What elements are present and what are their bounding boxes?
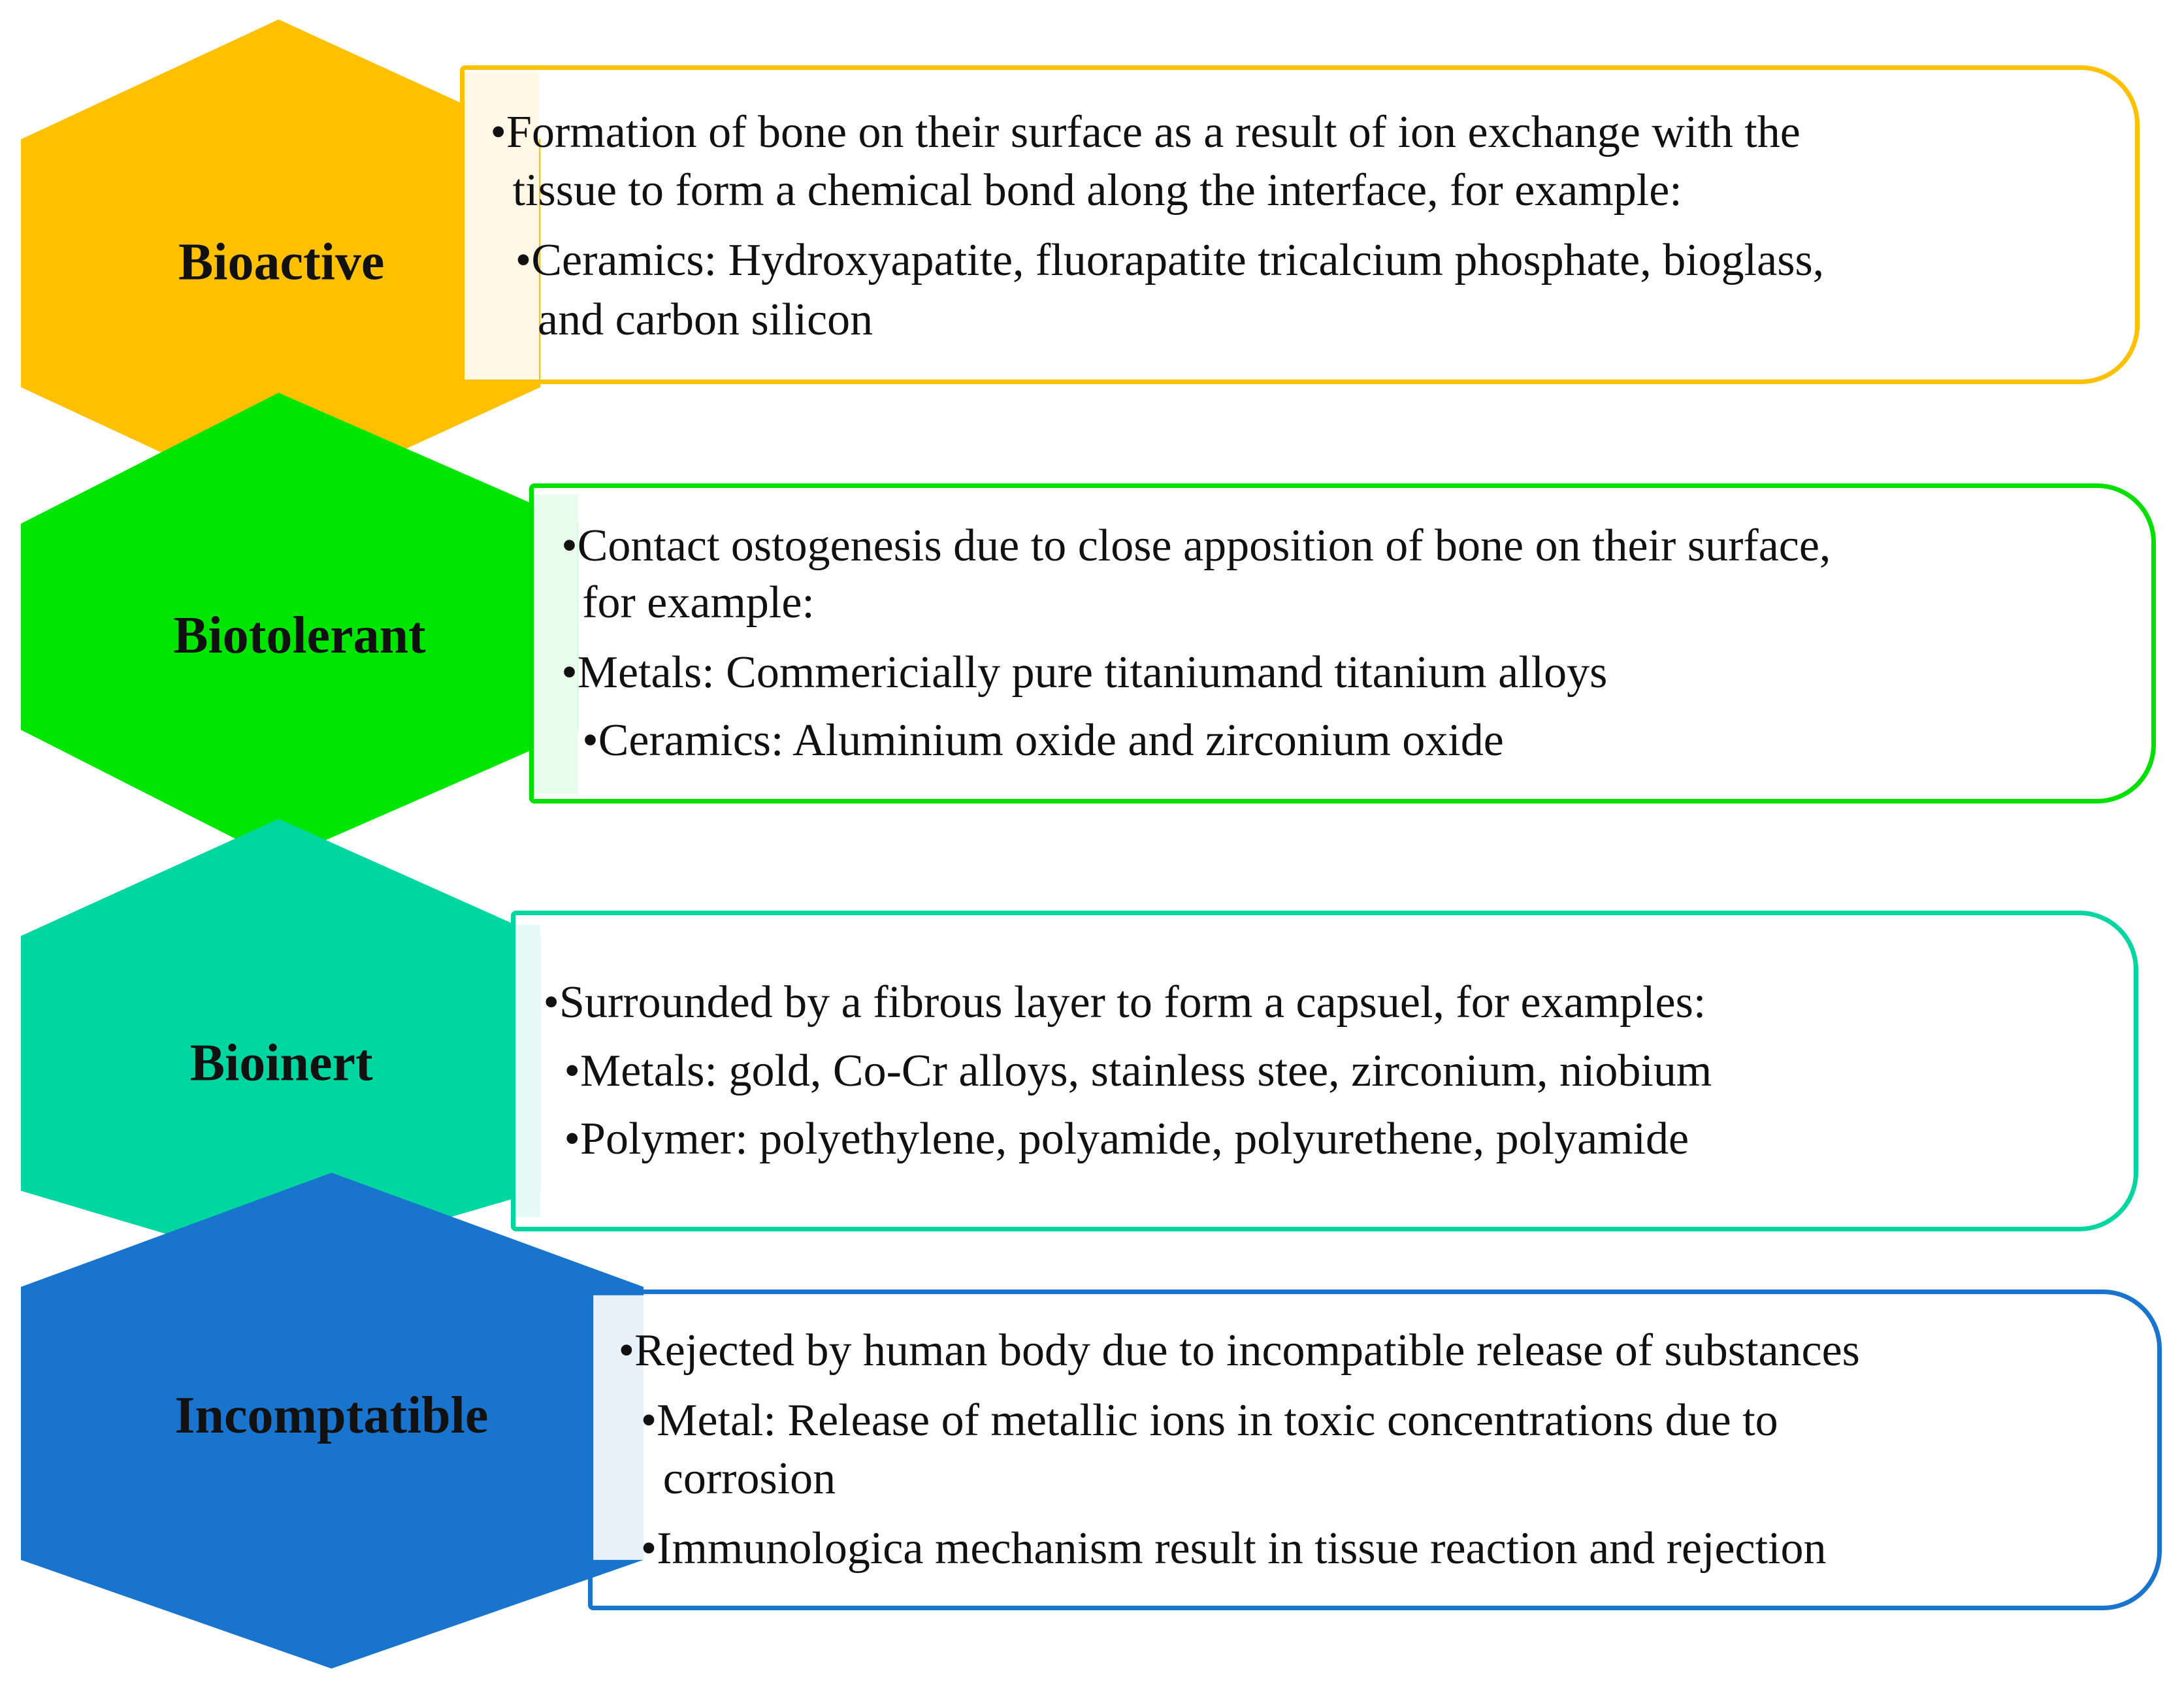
hexagon-layer <box>21 19 644 1669</box>
description-box-bioactive <box>459 65 2140 385</box>
description-text: corrosion <box>662 1453 836 1504</box>
description-line: •Formation of bone on their surface as a… <box>491 104 1801 161</box>
description-box-bioinert <box>511 911 2138 1231</box>
category-label: Biotolerant <box>173 607 426 664</box>
bullet-icon: • <box>582 715 598 766</box>
label-layer: BioactiveBiotolerantBioinertIncomptatibl… <box>173 234 488 1444</box>
description-line: •Ceramics: Hydroxyapatite, fluorapatite … <box>515 232 1824 289</box>
category-label: Bioactive <box>178 234 384 291</box>
description-line: corrosion <box>663 1450 836 1508</box>
hexagon-bioactive <box>21 19 541 508</box>
hexagon-bioinert <box>21 819 541 1268</box>
hexagon-biotolerant <box>21 393 578 861</box>
description-line: •Rejected by human body due to incompati… <box>619 1322 1860 1380</box>
description-text: for example: <box>582 577 815 628</box>
description-line: •Metals: gold, Co-Cr alloys, stainless s… <box>564 1043 1712 1100</box>
description-line: and carbon silicon <box>538 291 873 349</box>
description-line: tissue to form a chemical bond along the… <box>513 162 1682 219</box>
description-line: for example: <box>582 574 815 632</box>
description-text: Polymer: polyethylene, polyamide, polyur… <box>580 1114 1689 1164</box>
description-line: •Immunologica mechanism result in tissue… <box>641 1520 1827 1578</box>
description-line: •Metals: Commericially pure titaniumand … <box>561 644 1607 702</box>
description-text: Metal: Release of metallic ions in toxic… <box>657 1395 1778 1446</box>
description-text: Rejected by human body due to incompatib… <box>634 1325 1860 1376</box>
bullet-icon: • <box>561 647 578 698</box>
category-label: Incomptatible <box>174 1387 488 1444</box>
description-text: Metals: gold, Co-Cr alloys, stainless st… <box>580 1045 1712 1096</box>
bullet-icon: • <box>543 977 560 1028</box>
bullet-icon: • <box>515 235 532 285</box>
category-label: Bioinert <box>190 1035 373 1092</box>
bullet-icon: • <box>618 1325 635 1376</box>
hexagon-incomptatible <box>21 1173 644 1669</box>
description-text: Ceramics: Aluminium oxide and zirconium … <box>598 715 1504 766</box>
description-line: •Ceramics: Aluminium oxide and zirconium… <box>582 712 1504 770</box>
bullet-icon: • <box>561 520 578 571</box>
box-overlap-tint <box>515 924 541 1218</box>
description-text: and carbon silicon <box>538 295 873 346</box>
description-line: •Polymer: polyethylene, polyamide, polyu… <box>564 1111 1689 1168</box>
bullet-icon: • <box>640 1523 657 1574</box>
description-line: •Surrounded by a fibrous layer to form a… <box>544 974 1706 1031</box>
box-overlap-tint <box>533 494 578 794</box>
description-box-biotolerant <box>529 483 2157 804</box>
description-line: •Metal: Release of metallic ions in toxi… <box>641 1392 1778 1450</box>
bullet-icon: • <box>490 106 507 157</box>
description-text: Ceramics: Hydroxyapatite, fluorapatite t… <box>531 235 1825 285</box>
description-line: •Contact ostogenesis due to close apposi… <box>561 517 1831 575</box>
description-text: tissue to form a chemical bond along the… <box>512 165 1682 216</box>
description-text: Metals: Commericially pure titaniumand t… <box>577 647 1608 698</box>
description-text: Contact ostogenesis due to close apposit… <box>577 520 1831 571</box>
bullet-icon: • <box>640 1395 657 1446</box>
description-text: Formation of bone on their surface as a … <box>506 106 1801 157</box>
bullet-icon: • <box>564 1045 581 1096</box>
description-text: Immunologica mechanism result in tissue … <box>657 1523 1827 1574</box>
description-box-incomptatible <box>587 1290 2162 1610</box>
description-text: Surrounded by a fibrous layer to form a … <box>559 977 1706 1028</box>
bullet-icon: • <box>564 1114 581 1164</box>
